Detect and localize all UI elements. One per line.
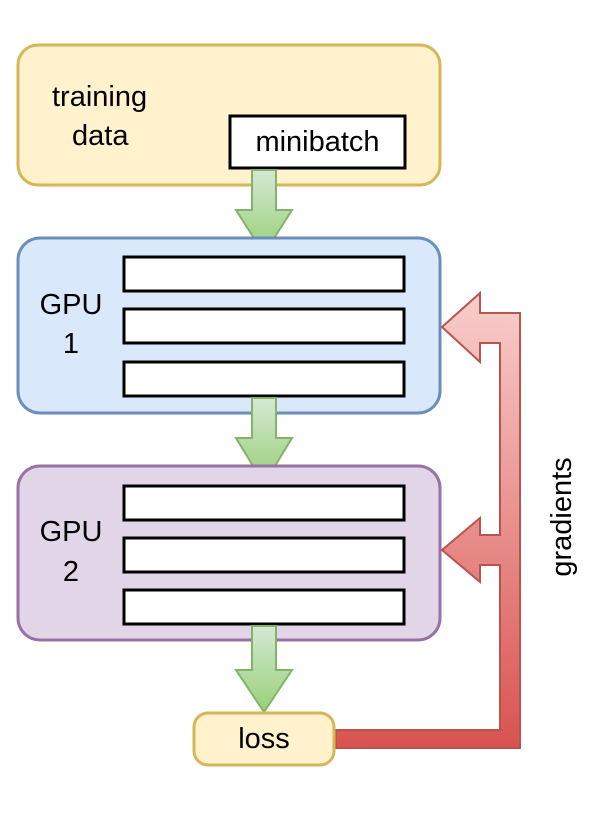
training-data-label-line1: training <box>52 81 148 113</box>
gpu1-layer-1 <box>122 255 406 293</box>
training-data-label-line2: data <box>72 120 129 152</box>
gpu1-layer-3 <box>122 360 406 398</box>
flow-arrow-gpu2-to-loss <box>234 625 294 714</box>
flow-arrow-gpu1-to-gpu2 <box>234 397 294 486</box>
flow-arrow-data-to-gpu1 <box>234 169 294 256</box>
gpu1-label-line2: 1 <box>62 328 80 360</box>
loss-box <box>192 711 336 767</box>
gradients-arrow <box>335 290 521 749</box>
gpu2-layer-1 <box>122 484 406 522</box>
gpu1-layer-2 <box>122 307 406 345</box>
minibatch-label: minibatch <box>255 126 380 158</box>
gpu1-label-line1: GPU <box>39 289 103 321</box>
gpu2-label-line2: 2 <box>62 556 80 588</box>
loss-label: loss <box>238 723 290 755</box>
gradients-label: gradients <box>546 457 578 577</box>
minibatch-box <box>228 114 407 170</box>
gpu2-layer-2 <box>122 536 406 574</box>
gpu2-label-line1: GPU <box>39 516 103 548</box>
gpu2-layer-3 <box>122 588 406 626</box>
